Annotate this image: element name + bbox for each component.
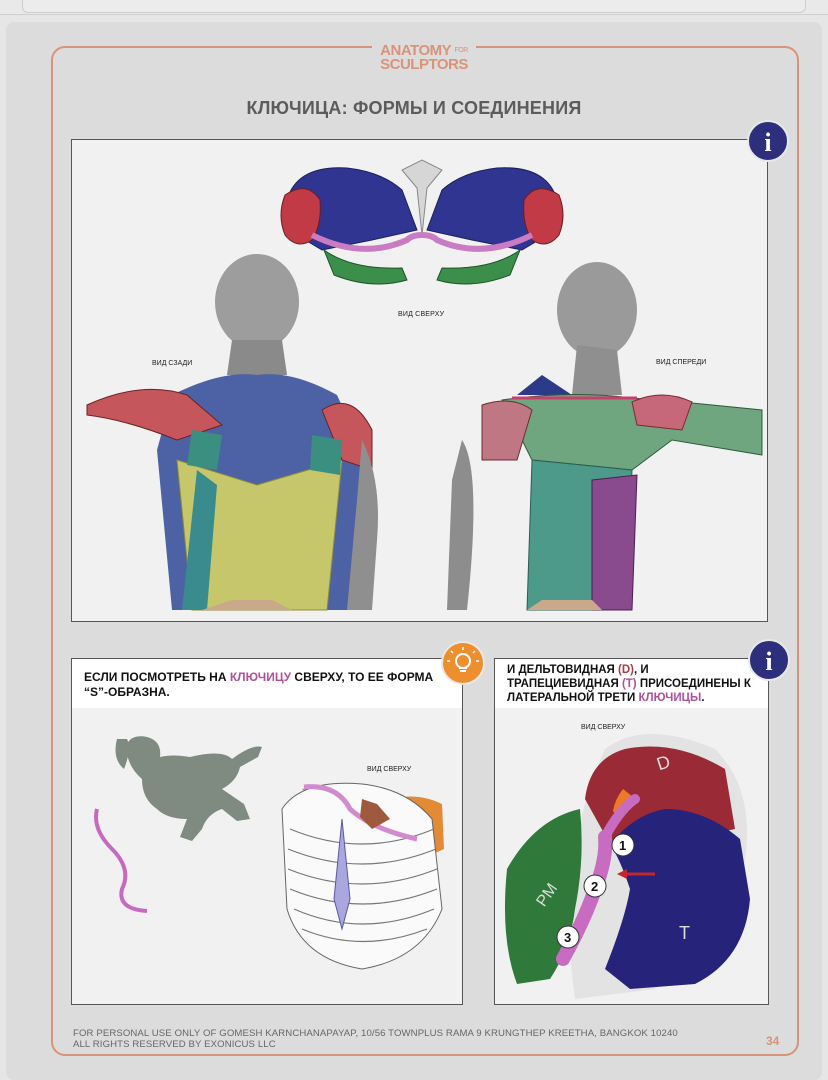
front-view-figure bbox=[447, 262, 763, 611]
footer-line-2: ALL RIGHTS RESERVED BY EXONICUS LLC bbox=[73, 1039, 276, 1050]
label-back-view: ВИД СЗАДИ bbox=[152, 360, 192, 367]
label-t: T bbox=[679, 923, 690, 943]
footer-line-1: FOR PERSONAL USE ONLY OF GOMESH KARNCHAN… bbox=[73, 1028, 678, 1039]
s-shape-illustration: ВИД СВЕРХУ bbox=[94, 736, 444, 970]
back-view-figure bbox=[86, 254, 378, 611]
attachment-panel: 1 2 3 D PM T ВИД СВЕРХУ bbox=[494, 658, 769, 1005]
label-top-view: ВИД СВЕРХУ bbox=[398, 311, 445, 318]
page-title: КЛЮЧИЦА: ФОРМЫ И СОЕДИНЕНИЯ bbox=[246, 98, 582, 118]
label-top-view-info: ВИД СВЕРХУ bbox=[581, 724, 626, 731]
tip-text: ЕСЛИ ПОСМОТРЕТЬ НА КЛЮЧИЦУ СВЕРХУ, ТО ЕЕ… bbox=[72, 659, 462, 708]
cupid-silhouette bbox=[115, 736, 262, 841]
page-number: 34 bbox=[766, 1034, 780, 1048]
brand-logo: ANATOMY FOR SCULPTORS bbox=[372, 38, 476, 78]
top-view-figure bbox=[280, 159, 564, 285]
label-top-view-tip: ВИД СВЕРХУ bbox=[367, 766, 412, 773]
marker-3: 3 bbox=[564, 930, 571, 945]
label-d: D bbox=[654, 751, 673, 774]
ribcage-figure bbox=[281, 782, 444, 970]
info-icon-attachment[interactable]: i bbox=[748, 639, 790, 681]
attachment-text: И ДЕЛЬТОВИДНАЯ (D), И ТРАПЕЦИЕВИДНАЯ (T)… bbox=[495, 659, 768, 708]
info-icon[interactable]: i bbox=[747, 120, 789, 162]
tip-panel: ВИД СВЕРХУ bbox=[71, 658, 463, 1005]
previous-page-edge bbox=[0, 0, 828, 15]
muscle-illustration: ВИД СВЕРХУ ВИД СЗАДИ ВИД СПЕРЕДИ bbox=[86, 159, 763, 611]
marker-1: 1 bbox=[619, 838, 626, 853]
footer: FOR PERSONAL USE ONLY OF GOMESH KARNCHAN… bbox=[73, 1028, 678, 1050]
label-front-view: ВИД СПЕРЕДИ bbox=[656, 359, 706, 366]
lightbulb-icon[interactable] bbox=[441, 641, 485, 685]
marker-2: 2 bbox=[591, 879, 598, 894]
clavicle-attachment-illustration: 1 2 3 D PM T ВИД СВЕРХУ bbox=[504, 724, 750, 999]
main-figure-panel: ВИД СВЕРХУ ВИД СЗАДИ ВИД СПЕРЕДИ bbox=[71, 139, 768, 622]
